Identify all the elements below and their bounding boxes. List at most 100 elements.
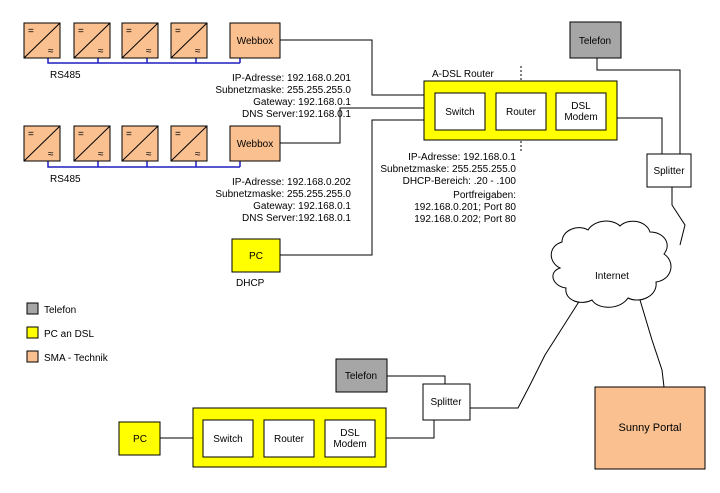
legend: Telefon PC an DSL SMA - Technik <box>26 302 109 364</box>
webbox-1 <box>229 22 281 59</box>
inverter: = ≈ <box>170 125 208 162</box>
legend-label-telefon: Telefon <box>44 305 76 316</box>
sunny-portal-label: Sunny Portal <box>619 422 682 434</box>
router-main-router <box>495 92 547 131</box>
link-telefon-bottom-splitter <box>387 375 446 384</box>
legend-swatch-telefon <box>26 302 39 315</box>
rs485-bus-1 <box>47 58 240 64</box>
inverter-ac-symbol: ≈ <box>195 46 201 57</box>
inverter-group-2: = ≈ = ≈ = ≈ = ≈ Webbox RS485 IP-Adresse:… <box>23 125 351 224</box>
telefon-top: Telefon <box>569 21 622 59</box>
inverter: = ≈ <box>73 22 111 59</box>
splitter-bottom-box <box>422 383 471 421</box>
webbox-1-label: Webbox <box>237 36 274 47</box>
webbox-1-subnet: Subnetzmaske: 255.255.255.0 <box>215 85 351 96</box>
router-main-title: A-DSL Router <box>432 69 495 80</box>
inverter-dc-symbol: = <box>175 129 181 140</box>
link-pc-router <box>280 119 424 256</box>
inverter-ac-symbol: ≈ <box>98 46 104 57</box>
router-main-subnet: Subnetzmaske: 255.255.255.0 <box>380 164 516 175</box>
connection-lines <box>160 39 686 439</box>
inverter-ac-symbol: ≈ <box>98 149 104 160</box>
telefon-bottom-label: Telefon <box>345 371 377 382</box>
router-main-switch-label: Switch <box>445 107 474 118</box>
pc-bottom-box <box>118 421 161 456</box>
legend-label-pc: PC an DSL <box>44 329 94 340</box>
inverter-dc-symbol: = <box>78 26 84 37</box>
router-main-ports-title: Portfreigaben: <box>453 190 516 201</box>
inverter-dc-symbol: = <box>78 129 84 140</box>
router-bottom-modem <box>324 419 376 458</box>
telefon-bottom: Telefon <box>335 358 388 393</box>
webbox-2-ip: IP-Adresse: 192.168.0.202 <box>232 177 351 188</box>
inverter: = ≈ <box>121 125 159 162</box>
webbox-2-gateway: Gateway: 192.168.0.1 <box>253 201 351 212</box>
splitter-bottom-label: Splitter <box>430 397 462 408</box>
splitter-bottom: Splitter <box>422 383 471 421</box>
telefon-bottom-box <box>335 358 388 393</box>
link-internet-portal <box>639 299 665 388</box>
inverter: = ≈ <box>170 22 208 59</box>
router-main-dhcp: DHCP-Bereich: .20 - .100 <box>403 176 517 187</box>
link-telefon-splitter <box>596 58 681 154</box>
inverter-dc-symbol: = <box>175 26 181 37</box>
link-splitter-router-bottom <box>386 420 435 439</box>
sunny-portal: Sunny Portal <box>594 386 706 470</box>
router-bottom-switch-label: Switch <box>213 434 242 445</box>
link-router-splitter <box>617 117 663 154</box>
webbox-1-ip: IP-Adresse: 192.168.0.201 <box>232 73 351 84</box>
pc-dhcp: PC DHCP <box>231 238 281 289</box>
router-main: A-DSL Router Switch Router DSL Modem IP-… <box>380 69 618 225</box>
legend-swatch-sma <box>26 350 39 363</box>
cloud-shape <box>550 220 672 308</box>
webbox-1-dns: DNS Server:192.168.0.1 <box>242 109 351 120</box>
rs485-label-2: RS485 <box>50 174 81 185</box>
pc-bottom: PC <box>118 421 161 456</box>
rs485-label-1: RS485 <box>50 70 81 81</box>
router-main-port-1: 192.168.0.201; Port 80 <box>414 202 516 213</box>
router-main-router-label: Router <box>506 107 537 118</box>
inverter-dc-symbol: = <box>126 129 132 140</box>
inverter-dc-symbol: = <box>126 26 132 37</box>
inverter-dc-symbol: = <box>28 26 34 37</box>
splitter-top: Splitter <box>646 153 692 188</box>
webbox-2 <box>229 125 281 162</box>
inverter-ac-symbol: ≈ <box>146 149 152 160</box>
webbox-2-dns: DNS Server:192.168.0.1 <box>242 213 351 224</box>
router-bottom-modem-label-1: DSL <box>340 428 360 439</box>
inverter: = ≈ <box>121 22 159 59</box>
sunny-portal-box <box>594 386 706 470</box>
router-main-modem-label-2: Modem <box>564 112 597 123</box>
legend-label-sma: SMA - Technik <box>44 353 109 364</box>
webbox-2-subnet: Subnetzmaske: 255.255.255.0 <box>215 189 351 200</box>
telefon-top-label: Telefon <box>579 36 611 47</box>
router-bottom: Switch Router DSL Modem <box>192 407 387 468</box>
inverter-group-1: = ≈ = ≈ = ≈ = ≈ Webbox RS485 IP-Adresse:… <box>23 22 351 120</box>
pc-dhcp-label: PC <box>249 251 263 262</box>
inverter-ac-symbol: ≈ <box>48 149 54 160</box>
router-main-port-2: 192.168.0.202; Port 80 <box>414 214 516 225</box>
inverter: = ≈ <box>73 125 111 162</box>
inverter: = ≈ <box>23 125 61 162</box>
rs485-bus-2 <box>47 161 240 168</box>
webbox-2-label: Webbox <box>237 139 274 150</box>
link-webbox1-router <box>280 39 424 96</box>
legend-swatch-pc <box>26 326 39 339</box>
inverter-ac-symbol: ≈ <box>48 46 54 57</box>
link-internet-splitter-bottom <box>470 299 581 409</box>
inverter-ac-symbol: ≈ <box>195 149 201 160</box>
router-main-modem-label-1: DSL <box>571 101 591 112</box>
inverter-ac-symbol: ≈ <box>146 46 152 57</box>
router-bottom-router <box>263 419 315 458</box>
splitter-top-label: Splitter <box>653 166 685 177</box>
inverter-dc-symbol: = <box>28 129 34 140</box>
internet-label: Internet <box>595 271 629 282</box>
router-bottom-modem-label-2: Modem <box>333 439 366 450</box>
telefon-top-box <box>569 21 622 59</box>
router-main-modem <box>555 92 607 131</box>
router-bottom-switch <box>202 419 254 458</box>
internet-cloud: Internet <box>550 220 672 308</box>
pc-dhcp-box <box>231 238 281 273</box>
